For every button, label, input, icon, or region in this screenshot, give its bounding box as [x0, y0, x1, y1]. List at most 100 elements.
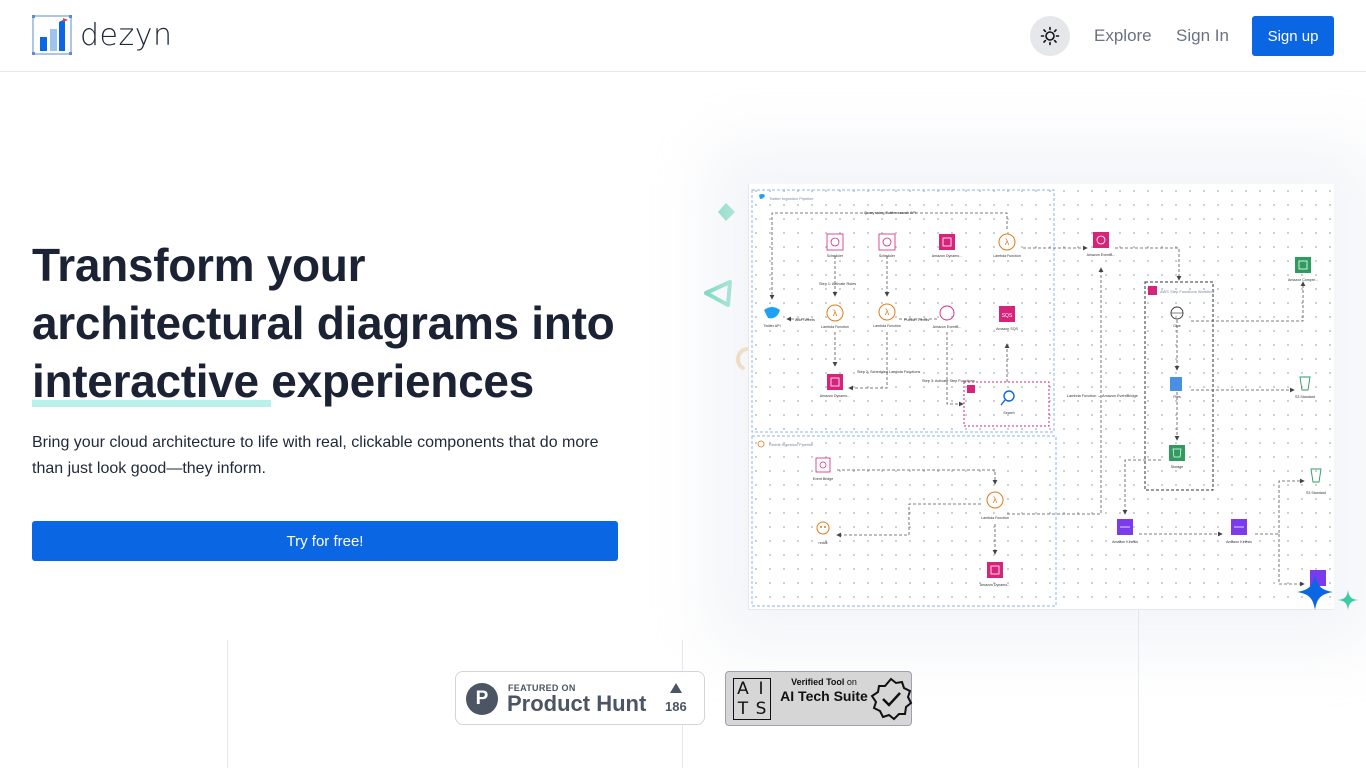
kinesis-node-1[interactable]: Amazon Kinesis — [1112, 519, 1138, 544]
hero-title: Transform your architectural diagrams in… — [32, 236, 652, 410]
reddit-pipeline-group[interactable]: Reddit Ingestion Pipeline — [751, 435, 1057, 607]
divider-line — [1138, 610, 1139, 768]
hero-title-highlight: interactive — [32, 355, 272, 407]
search-subgroup — [963, 381, 1050, 427]
edge-label-step2: Step 2: Scheduled Lambda Functions — [857, 370, 920, 374]
svg-text:Twitter API: Twitter API — [763, 324, 780, 328]
eventbridge-node-top[interactable]: Amazon EventB... — [1087, 232, 1116, 257]
edge-label-activate: Step 1: Activate Rules — [819, 282, 856, 286]
svg-text:Amazon Compre...: Amazon Compre... — [1288, 278, 1318, 282]
svg-text:Lambda Function: Lambda Function — [821, 325, 849, 329]
hero-subtitle: Bring your cloud architecture to life wi… — [32, 434, 599, 477]
svg-text:Amazon SQS: Amazon SQS — [996, 327, 1018, 331]
reddit-small-icon — [757, 440, 765, 448]
top-navbar: dezyn Explore Sign In Sign up — [0, 0, 1366, 72]
theme-toggle-button[interactable] — [1030, 16, 1070, 56]
product-hunt-logo-icon: P — [466, 683, 498, 715]
brand-logo[interactable]: dezyn — [32, 15, 173, 55]
group2-label: Reddit Ingestion Pipeline — [769, 442, 814, 447]
twitter-small-icon — [759, 194, 765, 199]
step-functions-icon — [1148, 286, 1157, 295]
nav-explore-link[interactable]: Explore — [1094, 26, 1152, 45]
svg-text:Files: Files — [1173, 395, 1181, 399]
files-node[interactable]: Files — [1170, 377, 1182, 399]
dynamodb-node-1[interactable]: Amazon Dynamo... — [932, 234, 963, 258]
twitter-pipeline-group[interactable]: Twitter Ingestion Pipeline — [751, 189, 1055, 433]
eventbridge-node-2[interactable]: Amazon EventB... — [933, 305, 962, 329]
ai-verified-label: Verified Tool on — [791, 677, 857, 687]
glue-node[interactable]: Glue — [1170, 306, 1184, 328]
hero-title-line2: architectural diagrams into — [32, 297, 615, 349]
ai-tech-suite-name: AI Tech Suite — [780, 688, 868, 704]
lambda-node-2[interactable]: λ Lambda Function — [873, 303, 901, 328]
sun-icon — [1040, 26, 1060, 46]
dynamodb-node-2[interactable]: Amazon Dynamo... — [820, 374, 851, 398]
event-bridge-node[interactable]: Event Bridge — [813, 457, 834, 481]
svg-text:reddit: reddit — [819, 541, 828, 545]
svg-text:Amazon Kinesis: Amazon Kinesis — [1112, 540, 1138, 544]
edge-label-query: Query using Twitter search API — [864, 211, 916, 215]
product-hunt-badge[interactable]: P FEATURED ON Product Hunt 186 — [455, 671, 705, 725]
svg-text:Scheduler: Scheduler — [879, 254, 896, 258]
twitter-api-node[interactable]: Twitter API — [763, 307, 781, 328]
svg-text:λ: λ — [993, 495, 998, 505]
nav-sign-in-link[interactable]: Sign In — [1176, 26, 1229, 45]
step-functions-group[interactable]: AWS Step Functions Workflow — [1144, 281, 1214, 491]
svg-text:Lambda Function: Lambda Function — [993, 254, 1021, 258]
lambda-node-top[interactable]: λ Lambda Function — [993, 233, 1021, 258]
divider-line — [227, 640, 228, 768]
dynamodb-node-3[interactable]: Amazon Dynamo... — [980, 562, 1011, 587]
edge-label-data: Add Tweets — [795, 318, 815, 322]
kinesis-node-2[interactable]: Amazon Kinesis — [1226, 519, 1252, 544]
group1-label: Twitter Ingestion Pipeline — [769, 196, 814, 201]
verified-check-icon — [870, 677, 913, 721]
ph-name: Product Hunt — [507, 691, 647, 716]
svg-text:Amazon Dynamo...: Amazon Dynamo... — [820, 394, 851, 398]
search-node[interactable]: Search — [1000, 390, 1015, 415]
svg-text:Amazon EventB...: Amazon EventB... — [1087, 253, 1116, 257]
svg-text:Amazon Dynamo...: Amazon Dynamo... — [932, 254, 963, 258]
svg-text:λ: λ — [1005, 237, 1010, 247]
ph-upvote-count: 186 — [665, 699, 687, 714]
group3-label: AWS Step Functions Workflow — [1160, 289, 1214, 294]
svg-text:Search: Search — [1003, 411, 1014, 415]
edge-label-step3: Step 3: Activate Step Functions — [922, 379, 975, 383]
lambda-node-1[interactable]: λ Lambda Function — [821, 304, 849, 329]
architecture-diagram-preview[interactable]: Twitter Ingestion Pipeline Reddit Ingest… — [748, 184, 1334, 610]
sign-up-button[interactable]: Sign up — [1252, 16, 1334, 56]
diamond-decoration-icon — [718, 203, 735, 221]
hero-title-line3: experiences — [271, 355, 534, 407]
try-for-free-button[interactable]: Try for free! — [32, 521, 618, 561]
sparkle-blue-icon — [1297, 574, 1333, 610]
scheduler-node-1[interactable]: Scheduler — [826, 233, 844, 258]
reddit-node[interactable]: reddit — [816, 521, 830, 545]
storage-node[interactable]: Storage — [1169, 445, 1185, 469]
scheduler-node-2[interactable]: Scheduler — [878, 233, 896, 258]
svg-text:SQS: SQS — [1002, 313, 1013, 319]
svg-text:Scheduler: Scheduler — [827, 254, 844, 258]
ring-decoration-icon — [736, 347, 749, 370]
hero-title-line1: Transform your — [32, 239, 366, 291]
svg-text:λ: λ — [885, 307, 890, 317]
svg-text:Amazon Kinesis: Amazon Kinesis — [1226, 540, 1252, 544]
s3-standard-node-1[interactable]: S3 Standard — [1295, 376, 1315, 399]
comprehend-node[interactable]: Amazon Compre... — [1288, 257, 1318, 282]
lambda-node-3[interactable]: λ Lambda Function — [981, 491, 1009, 520]
svg-text:S3 Standard: S3 Standard — [1295, 395, 1315, 399]
svg-text:Glue: Glue — [1173, 324, 1181, 328]
search-subgroup-icon — [967, 385, 975, 393]
upvote-arrow-icon — [670, 683, 682, 693]
triangle-decoration-icon — [704, 280, 732, 307]
sparkle-teal-icon — [1338, 590, 1358, 610]
sqs-node[interactable]: SQS Amazon SQS — [996, 306, 1018, 331]
brand-name: dezyn — [80, 17, 173, 53]
edge-label-publish: Publish Trends — [904, 318, 929, 322]
svg-text:Amazon Dynamo...: Amazon Dynamo... — [980, 583, 1011, 587]
s3-standard-node-2[interactable]: S3 Standard — [1306, 468, 1326, 495]
svg-text:Lambda Function: Lambda Function — [873, 324, 901, 328]
svg-text:Lambda Function: Lambda Function — [981, 516, 1009, 520]
svg-text:Storage: Storage — [1171, 465, 1184, 469]
svg-text:Event Bridge: Event Bridge — [813, 477, 834, 481]
